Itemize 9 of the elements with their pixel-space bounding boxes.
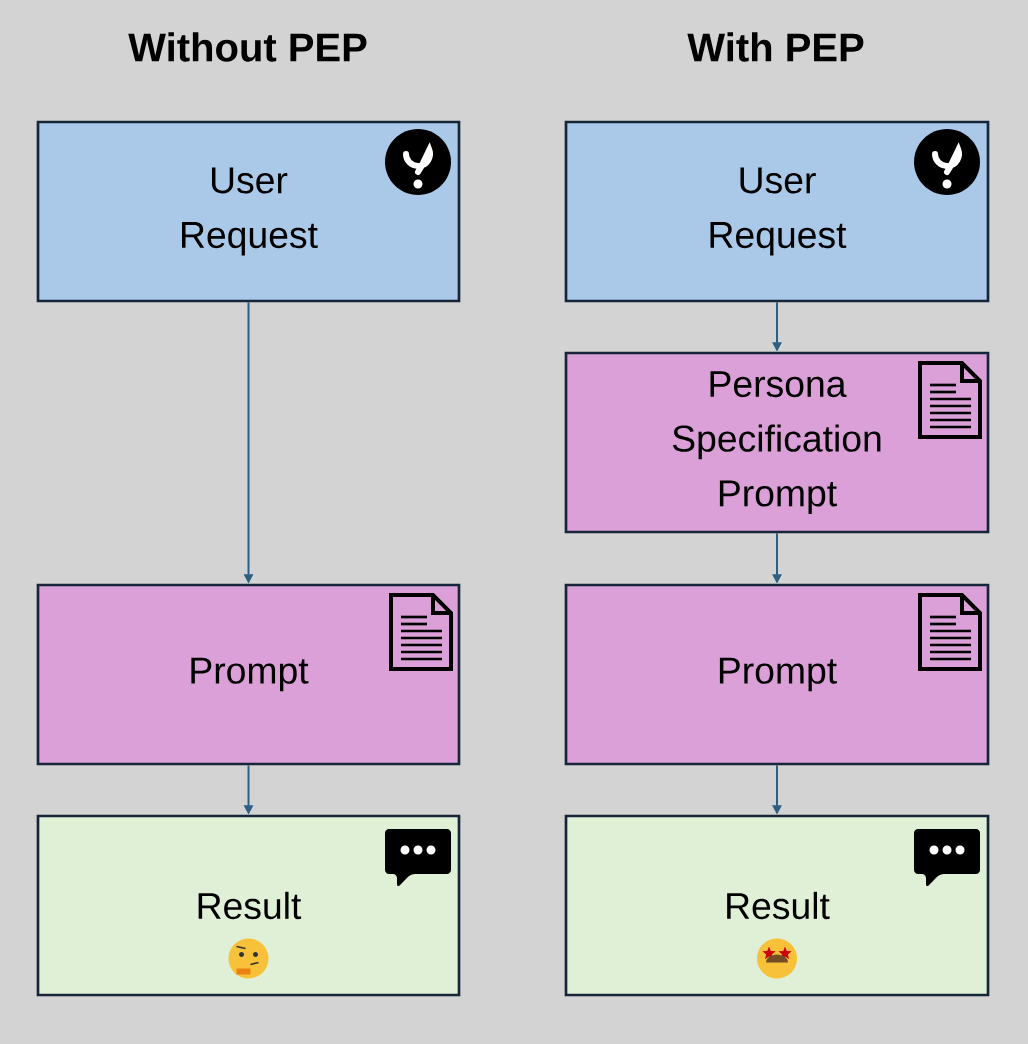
process-box: Persona Specification Prompt	[564, 351, 990, 534]
process-box: User Request	[564, 120, 990, 303]
process-box: Prompt	[564, 583, 990, 766]
column-heading: With PEP	[687, 32, 864, 62]
process-box: User Request	[36, 120, 461, 303]
process-box: Result	[564, 814, 990, 997]
process-box: Prompt	[36, 583, 461, 766]
process-box: Result	[36, 814, 461, 997]
column-heading: Without PEP	[128, 32, 367, 62]
